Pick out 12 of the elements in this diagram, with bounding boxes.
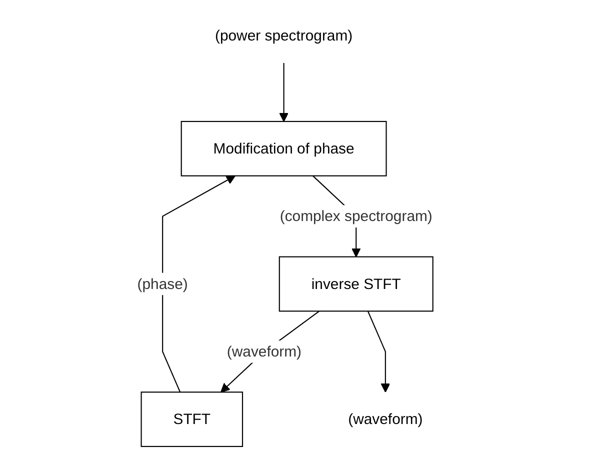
- arrow: [279, 62, 288, 122]
- node-box: STFT: [140, 392, 244, 447]
- node-text: (waveform): [348, 410, 423, 428]
- arrow: [367, 310, 390, 393]
- arrow: [162, 175, 236, 392]
- edge-label: (waveform): [226, 342, 302, 360]
- edge-label: (phase): [137, 274, 188, 292]
- node-box: inverse STFT: [278, 256, 434, 312]
- arrow: [220, 310, 320, 393]
- node-text: (power spectrogram): [214, 26, 353, 44]
- node-box: Modification of phase: [180, 120, 387, 176]
- edge-label: (complex spectrogram): [280, 207, 432, 224]
